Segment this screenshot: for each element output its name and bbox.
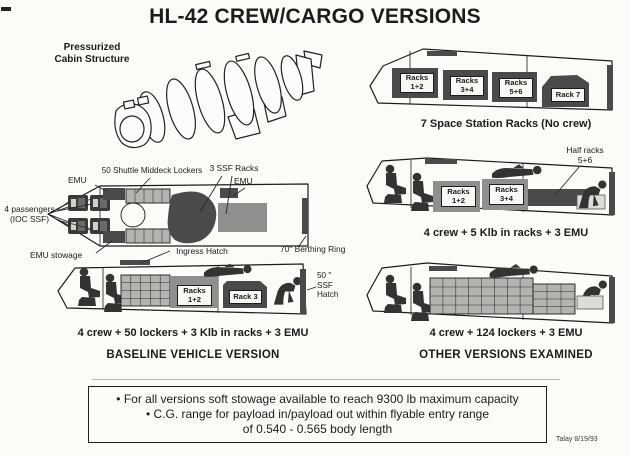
passenger-seat bbox=[68, 195, 88, 211]
locker-grid-50 bbox=[120, 274, 171, 307]
rack-label-7: Rack 7 bbox=[551, 88, 585, 102]
emu-right-label: EMU bbox=[234, 176, 253, 186]
ssf-rack-bay bbox=[218, 203, 267, 232]
astronaut-floating-icon bbox=[491, 164, 542, 179]
passenger-seat bbox=[68, 218, 88, 234]
rack-label-3: Rack 3 bbox=[229, 290, 262, 304]
berthing-ring-label: 70" Berthing Ring bbox=[280, 244, 346, 254]
astronaut-floating-icon bbox=[489, 264, 538, 278]
baseline-caption: 4 crew + 50 lockers + 3 Klb in racks + 3… bbox=[77, 327, 309, 339]
window bbox=[122, 99, 136, 110]
rack-label-3-4: Racks 3+4 bbox=[489, 184, 524, 205]
ssf-hatch-bar bbox=[300, 269, 306, 314]
vehicle-outline bbox=[366, 157, 614, 216]
top-fitting bbox=[195, 60, 212, 71]
note-line-2: • C.G. range for payload in/payload out … bbox=[145, 407, 490, 421]
lockers-version-caption: 4 crew + 124 lockers + 3 EMU bbox=[429, 327, 583, 339]
rack-label-1-2: Racks 1+2 bbox=[441, 186, 476, 207]
emu-stowage-bottom bbox=[103, 231, 125, 243]
astronaut-seated-icon bbox=[384, 274, 406, 313]
roof-hatch-bar bbox=[429, 266, 457, 271]
emu-right-shape bbox=[220, 188, 238, 198]
passengers-label: 4 passengers (IOC SSF) bbox=[4, 204, 55, 224]
station-racks-caption: 7 Space Station Racks (No crew) bbox=[420, 118, 592, 130]
berthing-ring-bar bbox=[609, 172, 615, 215]
ssf-racks-shape bbox=[167, 191, 217, 244]
notes-box-outer-line bbox=[92, 379, 560, 380]
page-title: HL-42 CREW/CARGO VERSIONS bbox=[149, 5, 481, 28]
baseline-heading: BASELINE VEHICLE VERSION bbox=[106, 349, 280, 361]
astronaut-crawling-icon bbox=[273, 276, 302, 305]
middeck-lockers-label: 50 Shuttle Middeck Lockers bbox=[101, 166, 203, 175]
cabin-hoops bbox=[138, 55, 304, 143]
ssf-racks-label: 3 SSF Racks bbox=[209, 163, 259, 173]
emu-left-label: EMU bbox=[68, 175, 87, 185]
locker-grid-124 bbox=[429, 277, 576, 315]
emu-stowage-label: EMU stowage bbox=[30, 250, 83, 260]
rack-label-1-2: Racks 1+2 bbox=[400, 73, 434, 93]
window-2 bbox=[136, 95, 150, 106]
vehicle-outline bbox=[369, 48, 613, 111]
vehicle-outline bbox=[366, 262, 614, 324]
pressurized-cabin-drawing bbox=[114, 50, 323, 149]
notes-box: • For all versions soft stowage availabl… bbox=[88, 386, 547, 443]
nose-inner bbox=[119, 115, 145, 143]
cabin-structure-label: Pressurized Cabin Structure bbox=[54, 42, 130, 65]
note-line-3: of 0.540 - 0.565 body length bbox=[242, 422, 393, 436]
astronaut-seated-icon bbox=[78, 267, 100, 306]
middeck-lockers-bottom-strip bbox=[125, 228, 171, 244]
racks-version-caption: 4 crew + 5 Klb in racks + 3 EMU bbox=[423, 227, 589, 239]
ingress-hatch-bar bbox=[120, 260, 150, 265]
rack-label-1-2: Racks 1+2 bbox=[177, 285, 212, 306]
berthing-ring-shape bbox=[302, 198, 308, 234]
berthing-ring-bar bbox=[609, 277, 615, 323]
note-line-1: • For all versions soft stowage availabl… bbox=[116, 392, 519, 406]
scan-artifact-mark bbox=[1, 7, 11, 11]
top-fitting-2 bbox=[235, 52, 251, 62]
middeck-lockers-top-strip bbox=[125, 188, 171, 204]
emu-stowage-top bbox=[103, 188, 125, 200]
rack-label-3-4: Racks 3+4 bbox=[450, 76, 484, 96]
credit-text: Talay 8/19/93 bbox=[556, 436, 598, 443]
ingress-hatch-circle bbox=[120, 202, 146, 228]
astronaut-seated-icon bbox=[384, 164, 406, 203]
ssf-hatch-label: 50 " SSF Hatch bbox=[317, 271, 339, 300]
roof-hatch-bar bbox=[427, 51, 457, 56]
other-versions-heading: OTHER VERSIONS EXAMINED bbox=[419, 349, 593, 361]
roof-hatch-bar bbox=[425, 159, 457, 164]
lockers-version-side-view bbox=[366, 262, 615, 324]
berthing-ring-bar bbox=[607, 65, 613, 110]
ingress-hatch-label: Ingress Hatch bbox=[176, 246, 228, 256]
rack-label-5-6: Racks 5+6 bbox=[499, 78, 533, 98]
half-racks-label: Half racks 5+6 bbox=[566, 145, 604, 165]
stowage-box bbox=[576, 295, 604, 310]
